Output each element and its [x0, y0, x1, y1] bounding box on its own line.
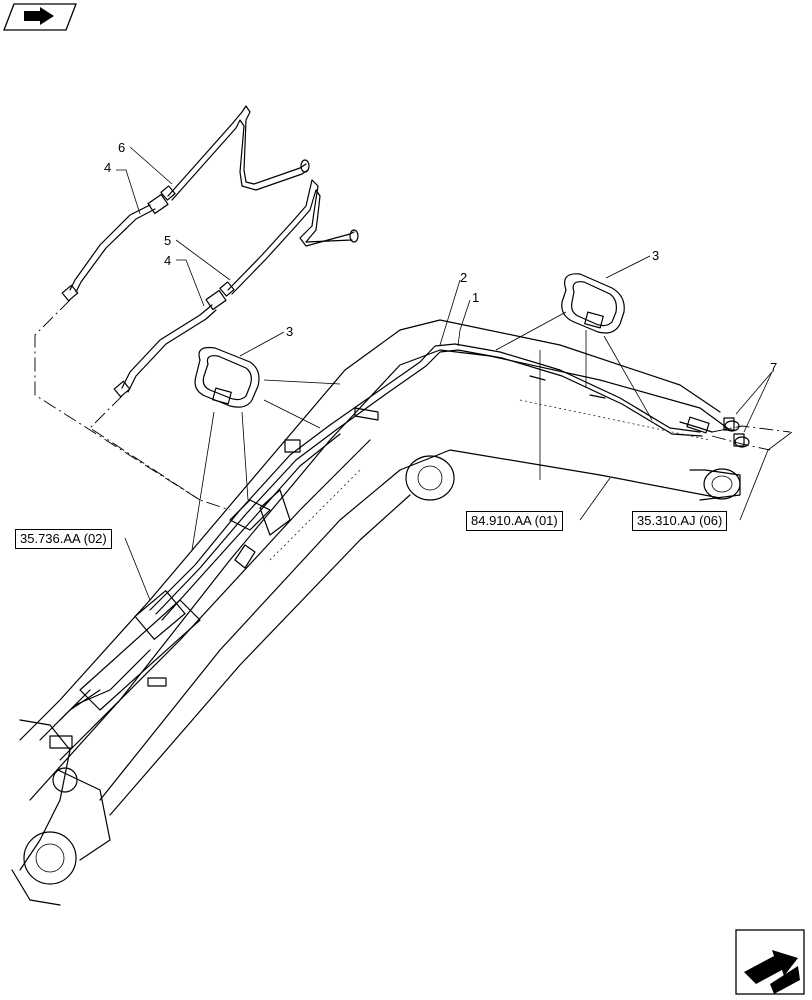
navigation-arrow-icon[interactable] — [3, 3, 77, 31]
callout-1: 1 — [472, 290, 479, 305]
callout-2: 2 — [460, 270, 467, 285]
hose-assembly-upper — [61, 105, 310, 302]
callout-5: 5 — [164, 233, 171, 248]
boom-structure — [11, 319, 741, 906]
ref-84-910-aa[interactable]: 84.910.AA (01) — [466, 511, 563, 531]
callout-4-lower: 4 — [164, 253, 171, 268]
callout-4-upper: 4 — [104, 160, 111, 175]
clamp-left — [194, 346, 260, 408]
ref-35-736-aa[interactable]: 35.736.AA (02) — [15, 529, 112, 549]
callout-7: 7 — [770, 360, 777, 375]
leader-lines — [116, 146, 793, 601]
next-page-arrow-icon[interactable] — [735, 929, 805, 995]
callout-6: 6 — [118, 140, 125, 155]
callout-3-left: 3 — [286, 324, 293, 339]
callout-3-right: 3 — [652, 248, 659, 263]
hydraulic-lines — [149, 343, 713, 621]
clamp-right — [561, 273, 625, 334]
ref-35-310-aj[interactable]: 35.310.AJ (06) — [632, 511, 728, 531]
fittings — [723, 417, 750, 448]
hose-assembly-lower — [113, 179, 359, 398]
